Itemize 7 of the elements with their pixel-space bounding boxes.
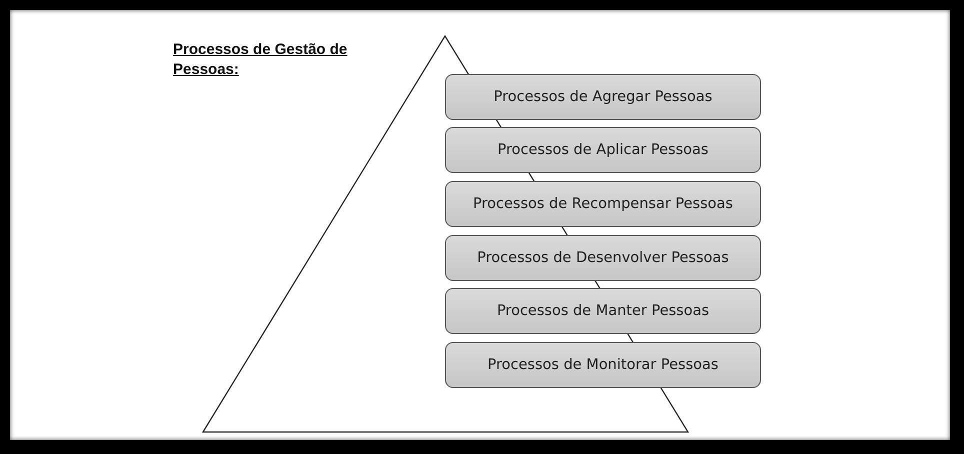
- process-box: Processos de Recompensar Pessoas: [445, 181, 761, 227]
- process-box: Processos de Manter Pessoas: [445, 288, 761, 334]
- process-box: Processos de Monitorar Pessoas: [445, 342, 761, 388]
- process-box: Processos de Agregar Pessoas: [445, 74, 761, 120]
- process-box: Processos de Aplicar Pessoas: [445, 127, 761, 173]
- diagram-title: Processos de Gestão de Pessoas:: [173, 40, 348, 80]
- process-box: Processos de Desenvolver Pessoas: [445, 235, 761, 281]
